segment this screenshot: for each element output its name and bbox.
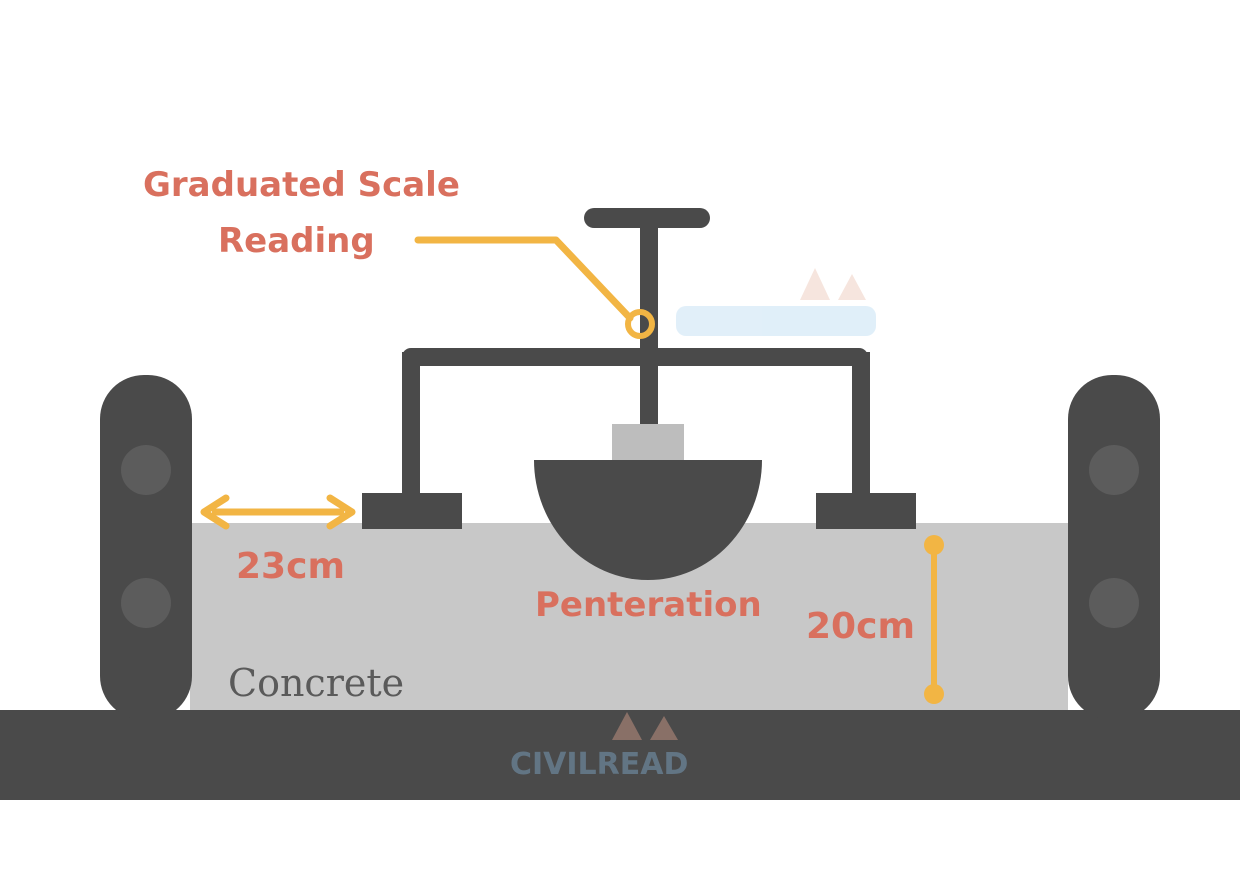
scale-reading-marker <box>625 309 655 339</box>
distance-arrow-left-head <box>200 494 230 530</box>
right-post-bolt-bottom <box>1089 578 1139 628</box>
hemispherical-indenter <box>534 460 762 580</box>
scale-reading-label-line1: Graduated Scale <box>143 165 460 205</box>
base-slab <box>0 710 1240 800</box>
frame-crossbar <box>402 348 868 366</box>
distance-arrow-right-head <box>326 494 356 530</box>
plunger-cap <box>612 424 684 460</box>
left-post-bolt-top <box>121 445 171 495</box>
watermark-logo-top <box>676 268 876 336</box>
right-post <box>1068 375 1160 720</box>
scale-reading-label-line2: Reading <box>218 221 375 261</box>
watermark-logo-bottom: CIVILREAD <box>510 712 688 782</box>
frame-right-leg <box>852 352 870 500</box>
depth-dimension-bottom-dot <box>924 684 944 704</box>
watermark-text: CIVILREAD <box>510 747 688 782</box>
depth-label: 20cm <box>806 606 915 647</box>
lower-stem <box>640 360 658 426</box>
left-post-bolt-bottom <box>121 578 171 628</box>
left-foot-plate <box>362 493 462 529</box>
material-label: Concrete <box>228 661 404 705</box>
right-post-bolt-top <box>1089 445 1139 495</box>
left-post <box>100 375 192 720</box>
frame-left-leg <box>402 352 420 500</box>
scale-reading-leader-line <box>414 236 634 322</box>
right-foot-plate <box>816 493 916 529</box>
penetration-label: Penteration <box>535 585 762 625</box>
distance-label: 23cm <box>236 546 345 587</box>
depth-dimension-top-dot <box>924 535 944 555</box>
